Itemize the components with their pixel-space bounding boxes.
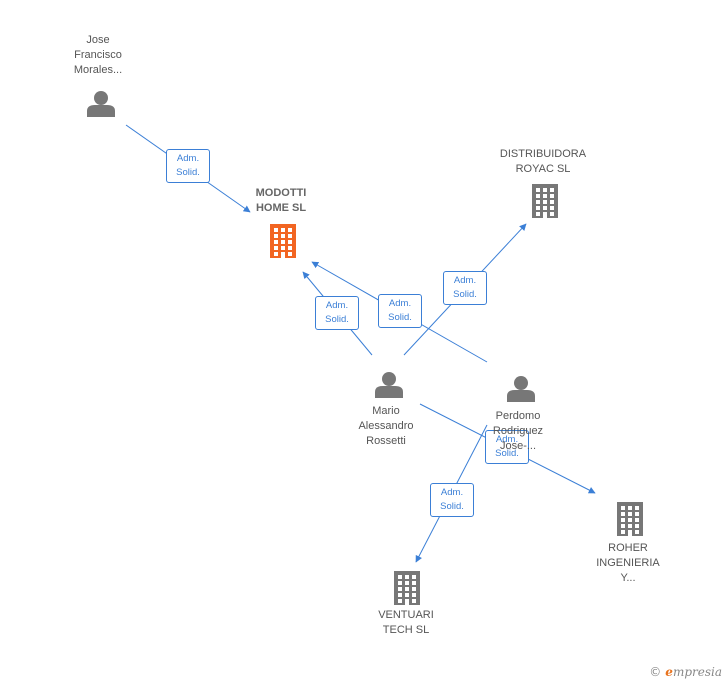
building-icon-roher[interactable] xyxy=(617,502,643,536)
node-label-distribuidora[interactable]: DISTRIBUIDORA ROYAC SL xyxy=(499,148,587,175)
edge-label-text: Solid. xyxy=(495,448,519,459)
node-label-perdomo[interactable]: Perdomo Rodriguez Jose-... xyxy=(492,409,544,452)
edge-label-text: Solid. xyxy=(440,501,464,512)
edge-label-perdomo-to-modotti[interactable]: Adm. Solid. xyxy=(378,294,422,328)
edge-label-mario-to-roher[interactable]: Adm. Solid. xyxy=(485,430,529,464)
copyright-symbol: © xyxy=(649,665,662,679)
edge-label-mario-to-distribuidora[interactable]: Adm. Solid. xyxy=(443,271,487,305)
node-label-modotti[interactable]: MODOTTI HOME SL xyxy=(255,187,307,214)
node-label-roher[interactable]: ROHER INGENIERIA Y... xyxy=(596,541,660,584)
edge-label-text: Adm. xyxy=(325,300,349,311)
edge-label-text: Adm. xyxy=(388,298,412,309)
person-icon-perdomo[interactable] xyxy=(507,376,535,402)
node-label-jose[interactable]: Jose Francisco Morales... xyxy=(73,33,123,76)
edge-label-text: Solid. xyxy=(453,289,477,300)
edge-label-mario-to-modotti[interactable]: Adm. Solid. xyxy=(315,296,359,330)
building-icon-distribuidora[interactable] xyxy=(532,184,558,218)
brand-logo: ©empresia xyxy=(649,665,722,679)
edge-layer xyxy=(125,124,596,563)
brand-e-glyph: e xyxy=(665,665,673,679)
edge-label-text: Solid. xyxy=(325,314,349,325)
edge-label-jose-to-modotti[interactable]: Adm. Solid. xyxy=(166,149,210,183)
edge-label-perdomo-to-ventuari[interactable]: Adm. Solid. xyxy=(430,483,474,517)
person-icon-jose[interactable] xyxy=(87,91,115,117)
building-icon-ventuari[interactable] xyxy=(394,571,420,605)
edge-label-text: Adm. xyxy=(453,275,477,286)
edge-label-text: Adm. xyxy=(440,487,464,498)
node-label-ventuari[interactable]: VENTUARI TECH SL xyxy=(378,609,434,636)
building-icon-modotti[interactable] xyxy=(270,224,296,258)
edge-label-text: Adm. xyxy=(176,153,200,164)
edge-label-text: Solid. xyxy=(388,312,412,323)
person-icon-mario[interactable] xyxy=(375,372,403,398)
edge-label-text: Adm. xyxy=(495,434,519,445)
brand-name: mpresia xyxy=(672,665,722,679)
node-label-mario[interactable]: Mario Alessandro Rossetti xyxy=(358,404,414,447)
edge-label-text: Solid. xyxy=(176,167,200,178)
